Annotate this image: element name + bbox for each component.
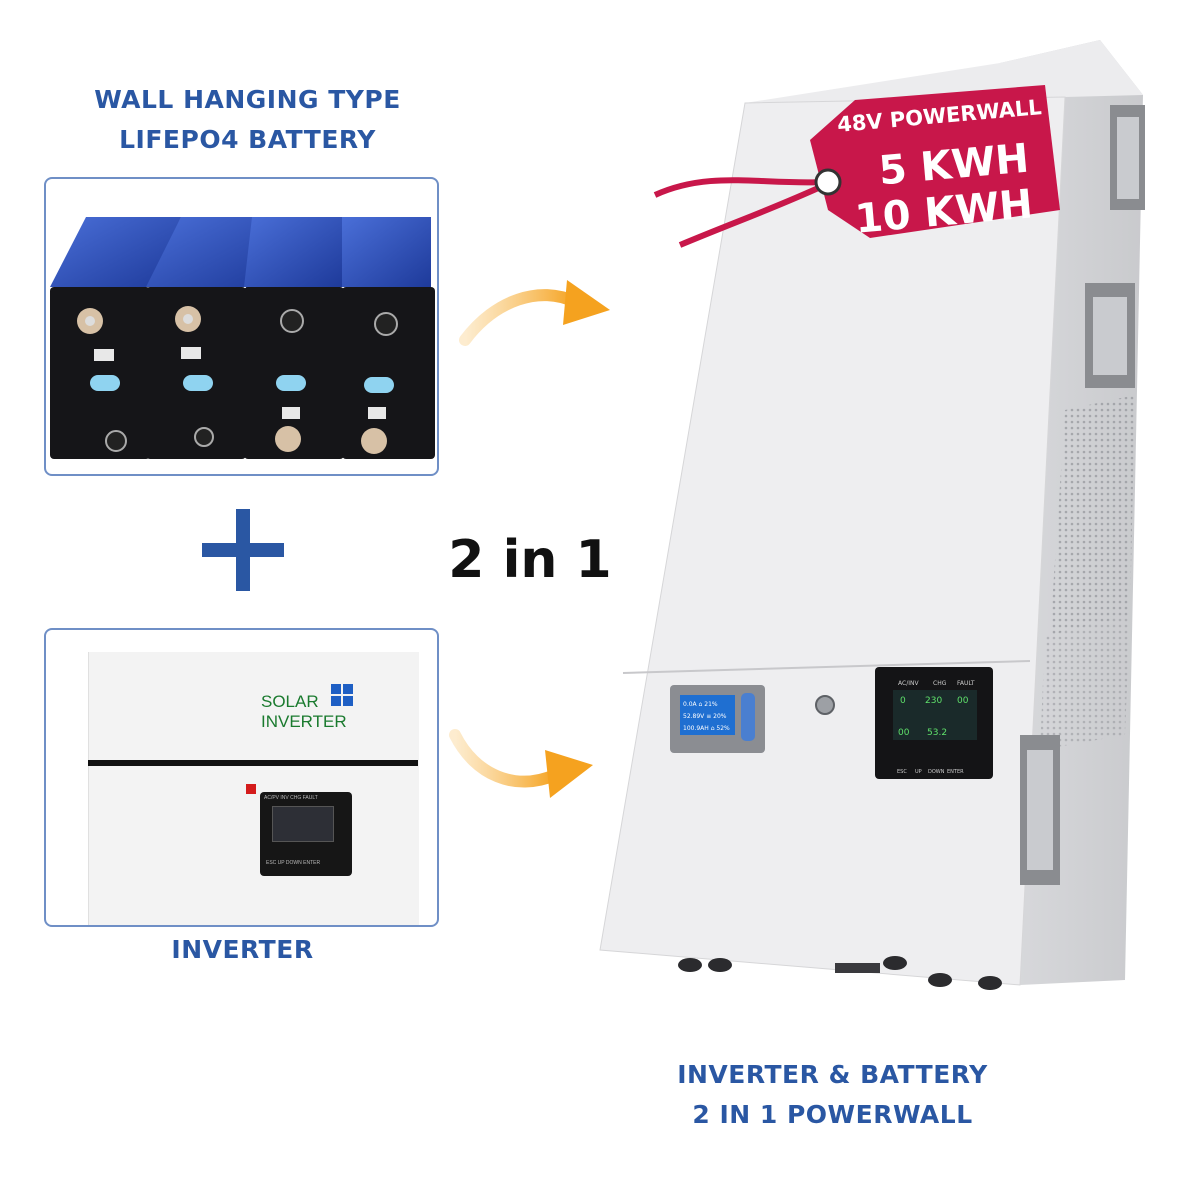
solar-logo-icon	[331, 684, 353, 706]
curved-arrow-icon-top	[459, 280, 610, 346]
inverter-lcd-header: AC/PV INV CHG FAULT	[264, 795, 318, 801]
battery-cells-drawing	[50, 217, 435, 459]
curved-arrow-icon-bottom	[449, 729, 593, 798]
inverter-brand-line2: INVERTER	[261, 712, 347, 731]
bms-row-2: 52.89V ≡ 20%	[683, 713, 727, 720]
powerwall-inverter-display: AC/INV CHG FAULT 0 230 00 00 53.2 ESC UP…	[875, 667, 993, 779]
powerwall-unit: 0.0A ⌂ 21% 52.89V ≡ 20% 100.9AH ⌂ 52% AC…	[599, 40, 1145, 990]
product-heading-line1: INVERTER & BATTERY	[677, 1060, 988, 1089]
pw-bottom-2: 53.2	[927, 728, 947, 738]
pw-hdr-1: AC/INV	[898, 680, 919, 687]
inverter-lcd-screen	[272, 806, 334, 842]
price-tag-icon: 48V POWERWALL 5 KWH 10 KWH	[653, 85, 1060, 248]
vent-grille-top	[1050, 395, 1135, 635]
battery-cells-image	[44, 177, 439, 476]
vent-grille-bottom	[1040, 615, 1130, 750]
price-tag-hole	[814, 168, 842, 196]
pw-btn-2: UP	[915, 769, 922, 775]
bms-display: 0.0A ⌂ 21% 52.89V ≡ 20% 100.9AH ⌂ 52%	[670, 685, 765, 753]
inverter-divider	[88, 760, 418, 766]
bms-row-1: 0.0A ⌂ 21%	[683, 701, 718, 708]
cell-1	[50, 217, 184, 459]
product-heading-line2: 2 IN 1 POWERWALL	[692, 1100, 973, 1129]
handle-bottom	[1020, 735, 1060, 885]
pw-btn-1: ESC	[897, 769, 907, 775]
warning-marker-icon	[246, 784, 256, 794]
pw-hdr-3: FAULT	[957, 680, 975, 687]
inverter-heading: INVERTER	[171, 935, 314, 964]
inverter-brand-line1: SOLAR	[261, 692, 319, 711]
pw-btn-3: DOWN	[928, 769, 945, 775]
inverter-image: SOLAR INVERTER AC/PV INV CHG FAULT ESC U…	[44, 628, 439, 927]
battery-heading-line1: WALL HANGING TYPE	[94, 85, 401, 114]
handle-top	[1110, 105, 1145, 210]
bms-row-3: 100.9AH ⌂ 52%	[683, 725, 730, 732]
cell-4	[342, 217, 435, 459]
pw-val-1: 0	[900, 696, 906, 706]
inverter-brand: SOLAR INVERTER	[261, 692, 347, 732]
cell-3	[244, 217, 344, 459]
pw-btn-4: ENTER	[947, 769, 964, 775]
product-heading: INVERTER & BATTERY 2 IN 1 POWERWALL	[660, 1055, 1005, 1135]
price-tag-body	[810, 85, 1060, 238]
combo-label: 2 in 1	[448, 530, 612, 590]
pw-val-2: 230	[925, 696, 942, 706]
pw-hdr-2: CHG	[933, 680, 947, 687]
pw-val-3: 00	[957, 696, 969, 706]
inverter-display: AC/PV INV CHG FAULT ESC UP DOWN ENTER	[260, 792, 352, 876]
handle-middle	[1085, 283, 1135, 388]
inverter-lcd-buttons: ESC UP DOWN ENTER	[266, 860, 321, 866]
bottom-ports	[678, 956, 1002, 990]
battery-heading-line2: LIFEPO4 BATTERY	[119, 125, 376, 154]
battery-heading: WALL HANGING TYPE LIFEPO4 BATTERY	[80, 80, 415, 160]
pw-bottom-1: 00	[898, 728, 910, 738]
power-button[interactable]	[815, 695, 835, 715]
